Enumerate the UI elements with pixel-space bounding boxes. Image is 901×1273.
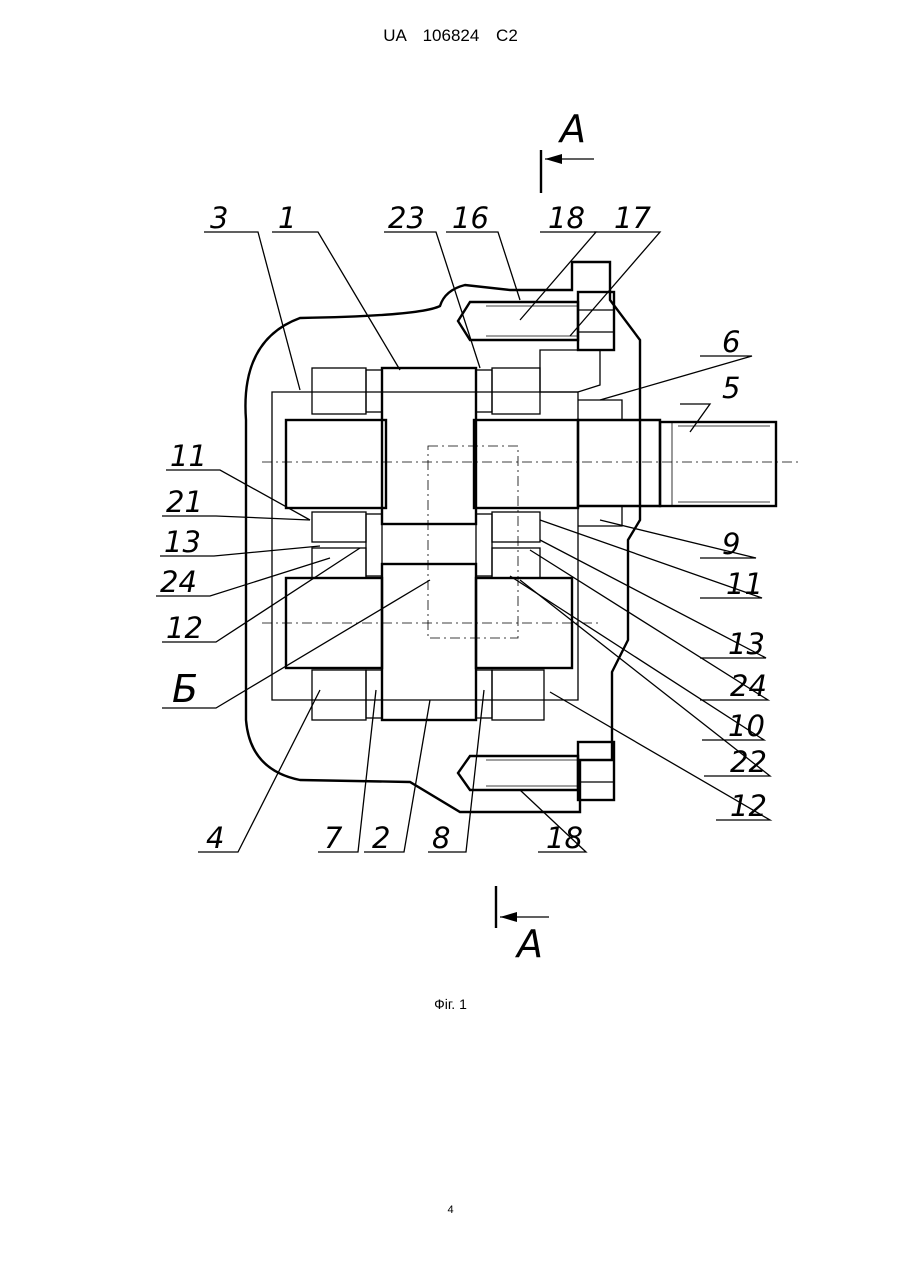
label-9: 9 — [722, 527, 740, 561]
label-12-right: 12 — [730, 789, 767, 823]
upper-left-bushing — [312, 368, 366, 414]
label-22: 22 — [730, 745, 767, 779]
page-number: 4 — [0, 1204, 901, 1216]
bottom-bolt — [458, 742, 614, 800]
mid-left-bushing — [312, 512, 366, 542]
label-12-left: 12 — [166, 611, 203, 645]
driven-gear — [382, 564, 476, 720]
label-18-bottom: 18 — [546, 821, 583, 855]
housing — [245, 262, 640, 812]
label-7: 7 — [324, 821, 343, 855]
label-23: 23 — [388, 201, 425, 235]
section-mark-top: А — [541, 107, 594, 193]
label-13-left: 13 — [164, 525, 201, 559]
label-2: 2 — [372, 821, 390, 855]
section-mark-bottom: А — [496, 886, 549, 966]
label-10: 10 — [728, 709, 765, 743]
upper-shaft — [286, 400, 776, 526]
lower-left-bushing — [312, 670, 366, 720]
label-4: 4 — [206, 821, 224, 855]
label-6: 6 — [722, 325, 740, 359]
section-label-bottom: А — [514, 922, 543, 966]
label-11-right: 11 — [726, 567, 763, 601]
section-label-top: А — [557, 107, 586, 151]
label-b: Б — [172, 667, 198, 711]
label-24-right: 24 — [730, 669, 767, 703]
lower-right-bushing — [492, 670, 544, 720]
mid-right-bushing — [492, 512, 540, 542]
label-18-top: 18 — [548, 201, 585, 235]
label-3: 3 — [210, 201, 228, 235]
label-8: 8 — [432, 821, 450, 855]
shaft-end-5 — [660, 422, 776, 506]
label-17: 17 — [614, 201, 651, 235]
label-11-left: 11 — [170, 439, 207, 473]
leader-lines — [156, 232, 770, 852]
label-21: 21 — [166, 485, 203, 519]
label-5: 5 — [722, 371, 740, 405]
label-1: 1 — [278, 201, 296, 235]
figure-caption: Фіг. 1 — [0, 996, 901, 1012]
label-24-left: 24 — [160, 565, 197, 599]
upper-right-bushing — [492, 368, 540, 414]
label-16: 16 — [452, 201, 489, 235]
label-13-right: 13 — [728, 627, 765, 661]
